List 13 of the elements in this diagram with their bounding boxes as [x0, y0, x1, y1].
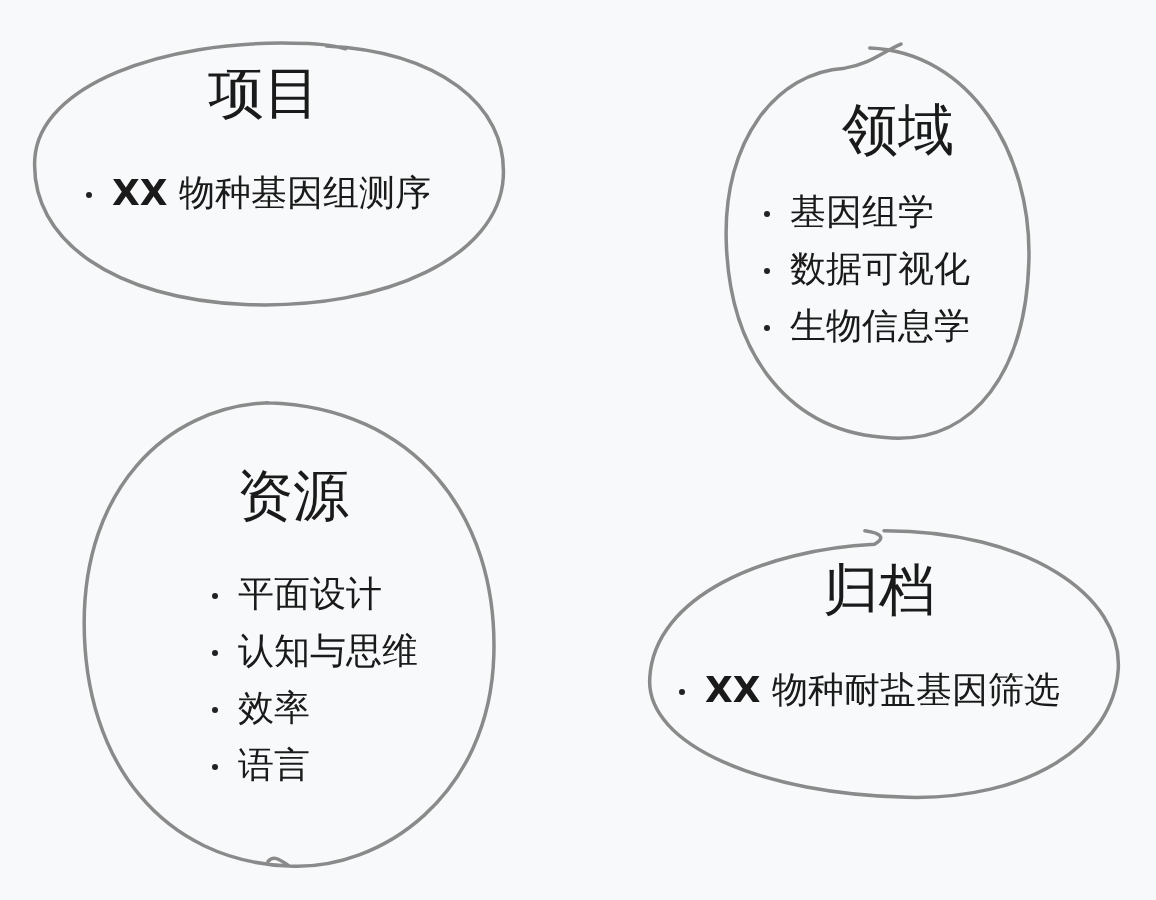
list-item: 生物信息学 — [760, 304, 970, 348]
list-item: XX 物种耐盐基因筛选 — [675, 668, 1060, 712]
list-item: 基因组学 — [760, 190, 934, 234]
heading: 项目 — [208, 61, 320, 125]
list-item: 效率 — [208, 686, 310, 730]
list-item: XX 物种基因组测序 — [82, 171, 431, 215]
list-item: 平面设计 — [208, 572, 382, 616]
heading: 归档 — [823, 558, 935, 622]
heading: 领域 — [842, 98, 954, 162]
list-item: 认知与思维 — [208, 629, 418, 673]
heading: 资源 — [237, 464, 349, 528]
list-item: 语言 — [208, 743, 310, 787]
list-item: 数据可视化 — [760, 247, 970, 291]
